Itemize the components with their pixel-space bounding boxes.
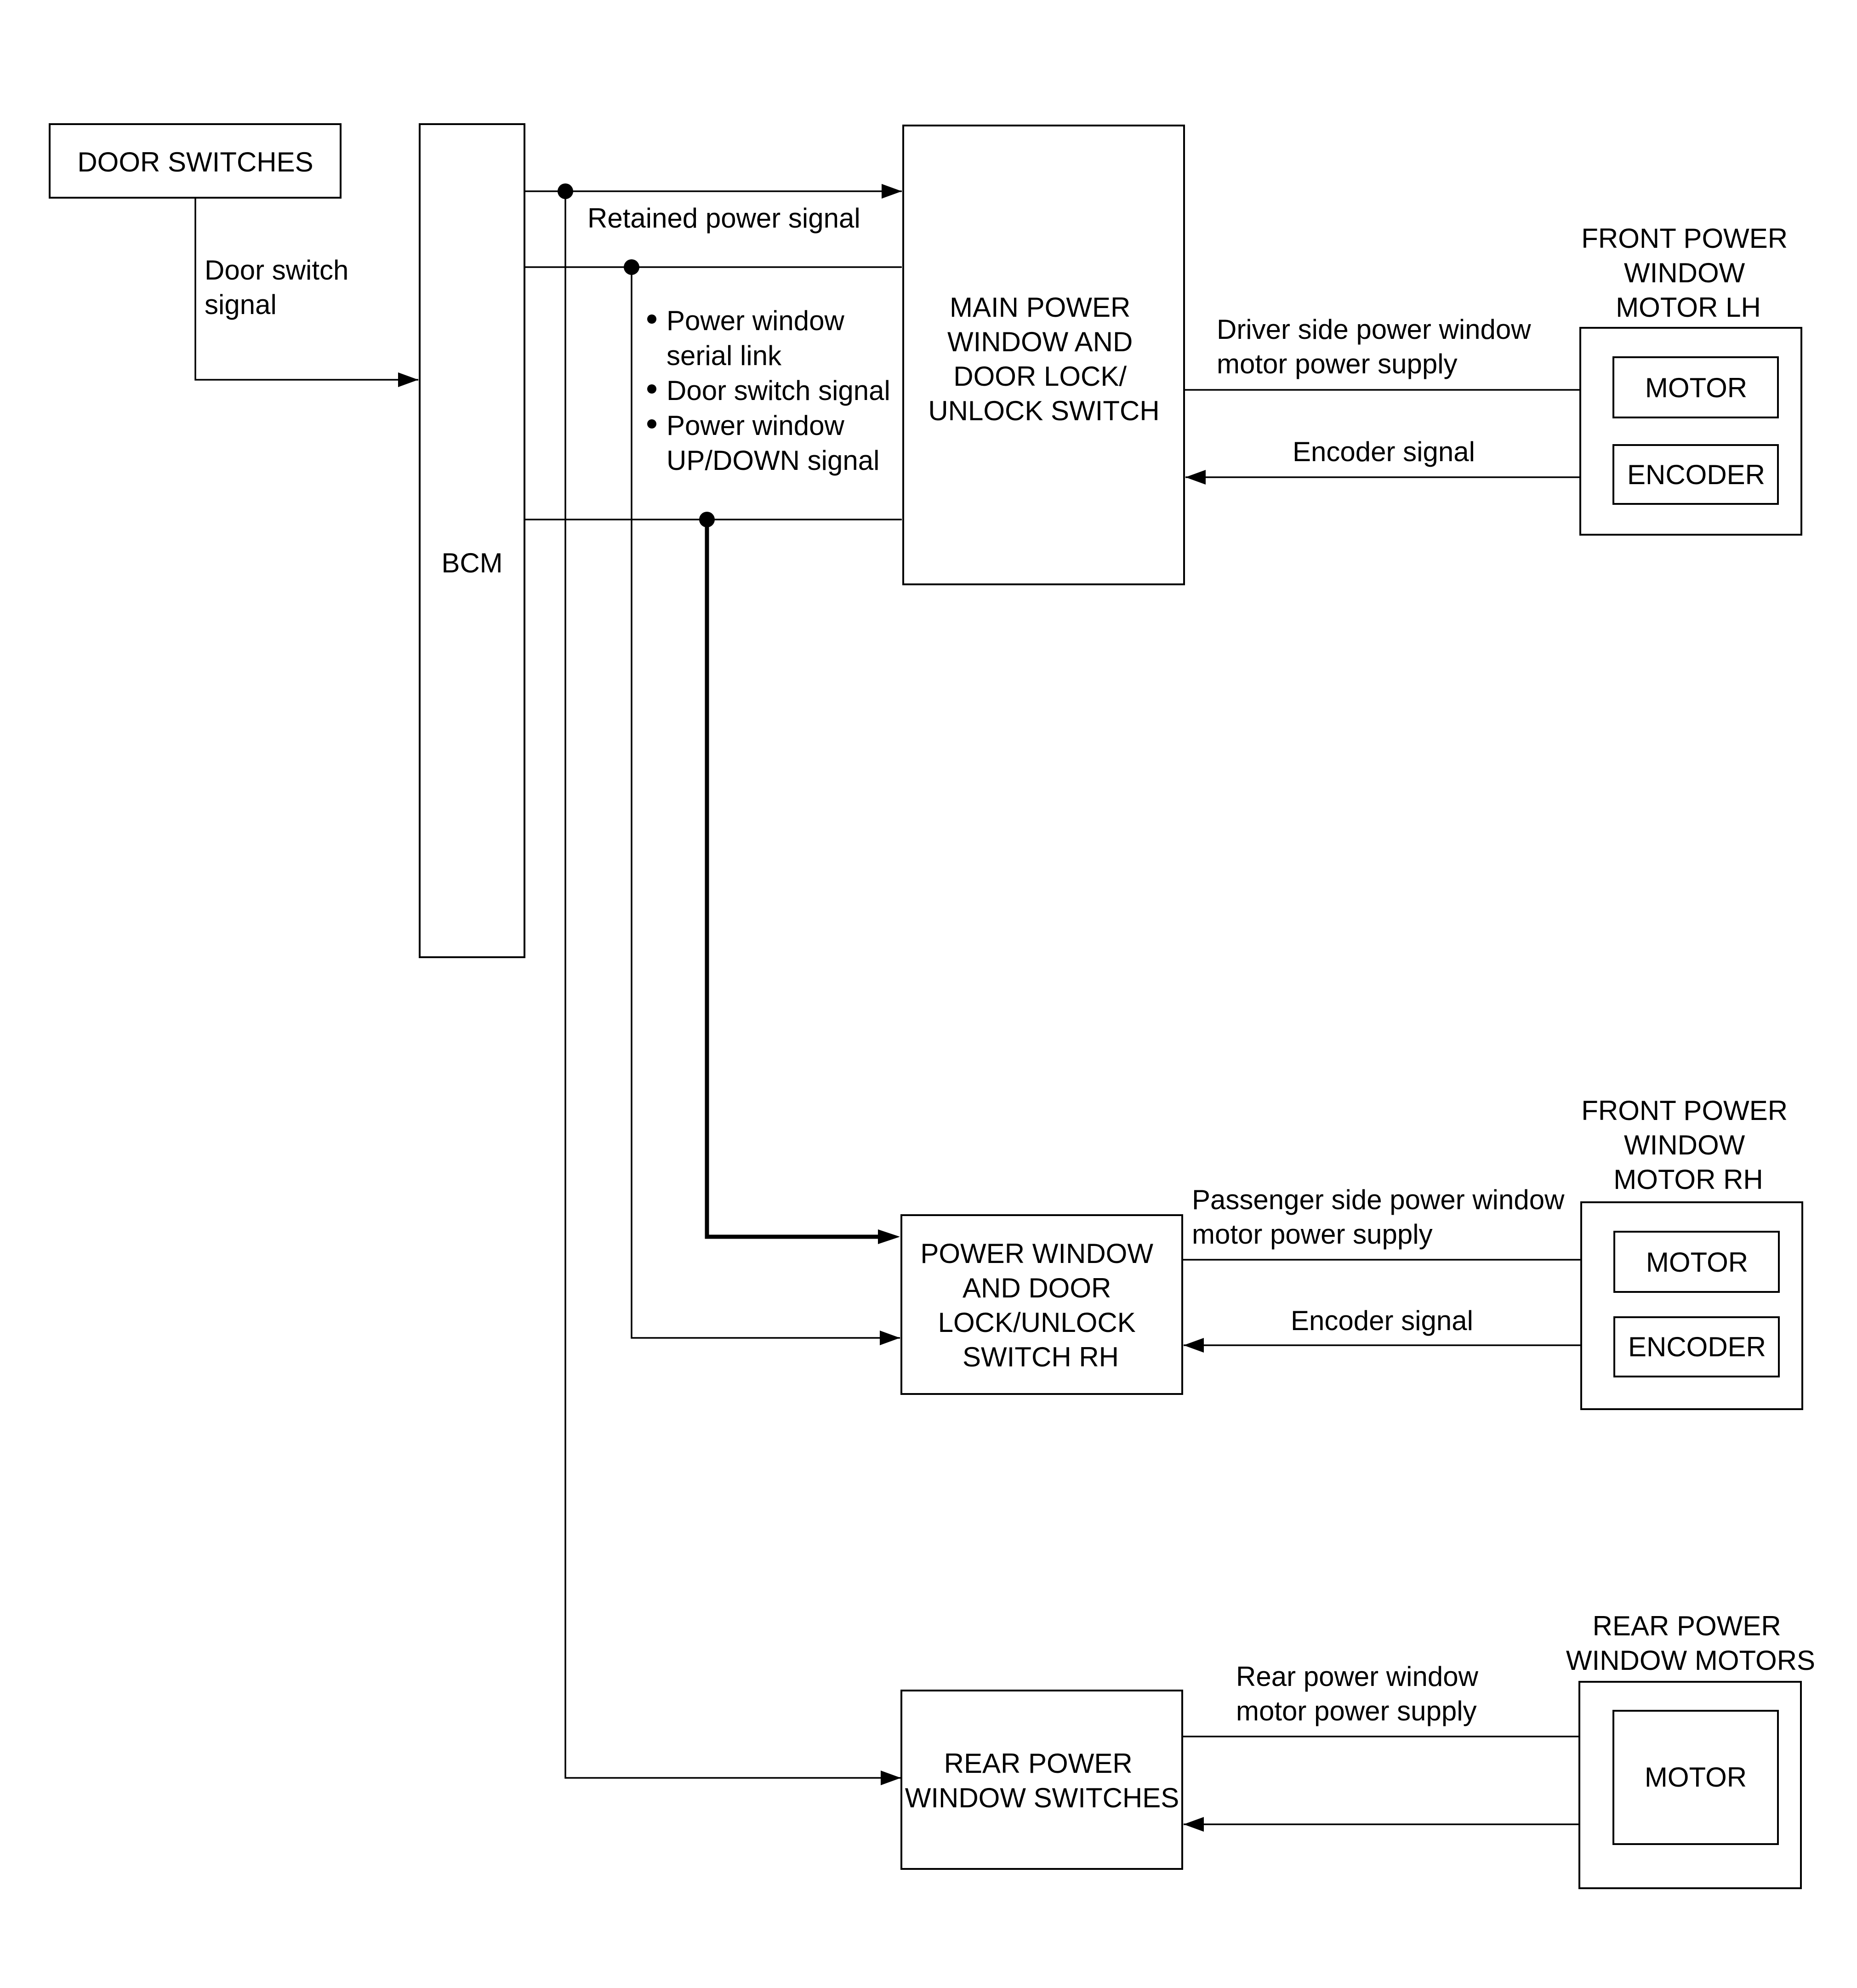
rear-switches-label: REAR POWER WINDOW SWITCHES xyxy=(905,1748,1179,1813)
bullet-dot xyxy=(647,384,656,394)
front-power-window-motor-rh: FRONT POWER WINDOW MOTOR RH MOTOR ENCODE… xyxy=(1580,1095,1803,1410)
lh-encoder-label: ENCODER xyxy=(1627,459,1765,490)
bcm-signal-list: Power window serial link Door switch sig… xyxy=(647,305,898,476)
rh-encoder-label: ENCODER xyxy=(1628,1331,1766,1362)
bcm-label: BCM xyxy=(441,548,502,578)
rh-encoder-signal-label: Encoder signal xyxy=(1291,1305,1473,1336)
door-switches-block: DOOR SWITCHES xyxy=(49,123,342,199)
rear-power-window-switches-block: REAR POWER WINDOW SWITCHES xyxy=(900,1690,1183,1870)
rear-motors-title: REAR POWER WINDOW MOTORS xyxy=(1566,1611,1815,1676)
lh-motor-label: MOTOR xyxy=(1645,372,1747,403)
serial-link-drop xyxy=(631,267,900,1345)
rear-motor-label: MOTOR xyxy=(1645,1762,1747,1793)
main-switch-label: MAIN POWER WINDOW AND DOOR LOCK/ UNLOCK … xyxy=(928,292,1159,426)
front-power-window-motor-lh: FRONT POWER WINDOW MOTOR LH MOTOR ENCODE… xyxy=(1579,223,1802,536)
rh-switch-label: POWER WINDOW AND DOOR LOCK/UNLOCK SWITCH… xyxy=(920,1238,1161,1372)
rh-motor-label: MOTOR xyxy=(1646,1247,1748,1278)
door-switch-signal-line xyxy=(194,198,418,387)
bcm-block: BCM xyxy=(419,123,525,958)
bullet-dot xyxy=(647,314,656,324)
power-window-switch-rh-block: POWER WINDOW AND DOOR LOCK/UNLOCK SWITCH… xyxy=(900,1214,1183,1395)
junction-dot-comm xyxy=(699,512,715,527)
bcm-signal-list-text: Power window serial link Door switch sig… xyxy=(666,305,898,476)
door-switch-signal-label: Door switch signal xyxy=(205,255,356,320)
main-power-window-switch-block: MAIN POWER WINDOW AND DOOR LOCK/ UNLOCK … xyxy=(902,125,1185,585)
junction-dot-serial xyxy=(624,259,639,275)
rear-supply-label: Rear power window motor power supply xyxy=(1236,1661,1486,1726)
communication-arrowhead xyxy=(878,1229,900,1244)
door-switches-label: DOOR SWITCHES xyxy=(77,147,313,177)
junction-dot-retained xyxy=(558,183,573,199)
bullet-dot xyxy=(647,419,656,428)
driver-supply-label: Driver side power window motor power sup… xyxy=(1217,314,1538,379)
retained-power-signal-label: Retained power signal xyxy=(587,203,860,234)
front-lh-title: FRONT POWER WINDOW MOTOR LH xyxy=(1581,223,1795,323)
rear-power-window-motors: REAR POWER WINDOW MOTORS MOTOR xyxy=(1566,1611,1815,1889)
lh-encoder-signal-label: Encoder signal xyxy=(1293,436,1475,467)
passenger-supply-label: Passenger side power window motor power … xyxy=(1192,1184,1572,1250)
retained-power-drop xyxy=(564,191,901,1785)
communication-drop-thick xyxy=(705,520,879,1239)
front-rh-title: FRONT POWER WINDOW MOTOR RH xyxy=(1581,1095,1795,1195)
